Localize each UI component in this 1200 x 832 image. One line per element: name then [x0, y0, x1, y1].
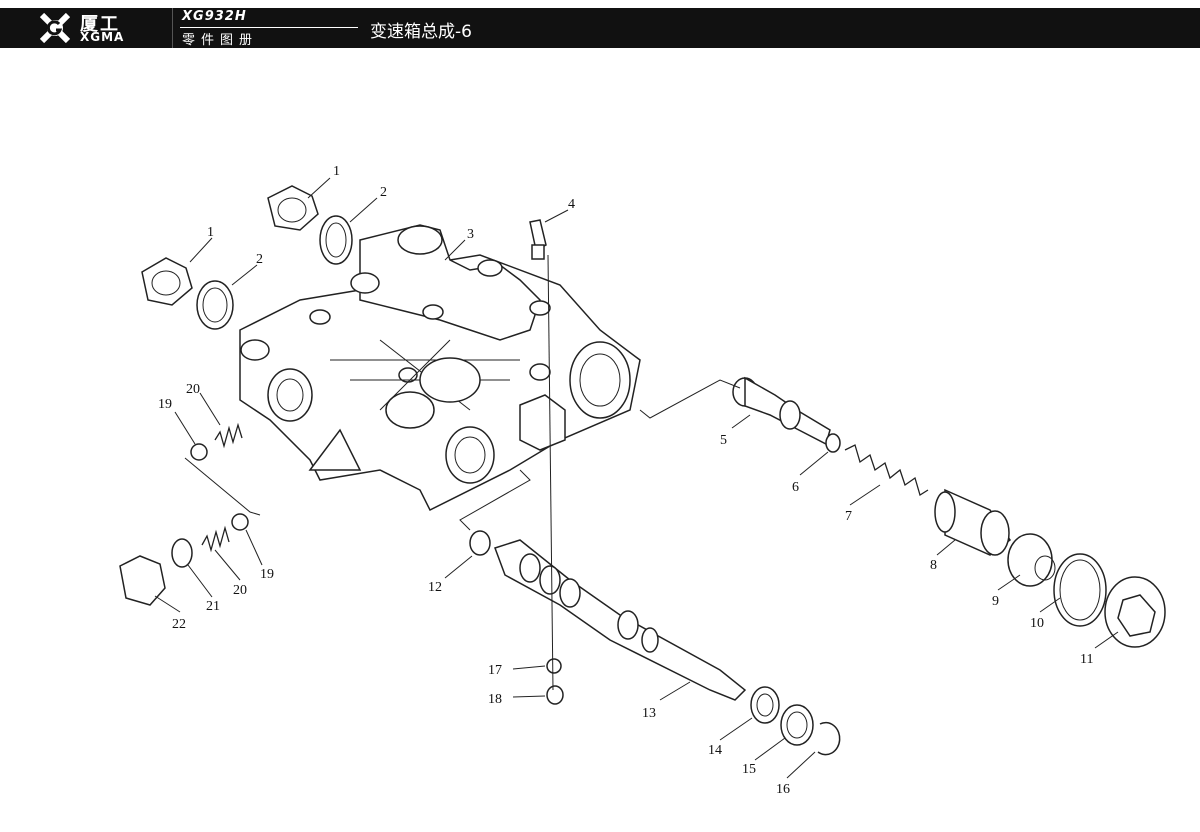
callout-13: 13 — [642, 706, 656, 721]
plug-22 — [119, 555, 166, 606]
selector-shaft-13 — [494, 539, 747, 701]
callout-18: 18 — [488, 692, 502, 707]
callout-19-lower: 19 — [260, 567, 274, 582]
ball-19-lower — [231, 513, 249, 531]
header-divider — [180, 27, 358, 28]
callout-12: 12 — [428, 580, 442, 595]
valve-spool-5 — [732, 376, 831, 446]
plug-11 — [1104, 576, 1166, 648]
callout-7: 7 — [845, 509, 852, 524]
header-separator — [172, 8, 173, 48]
callout-1-lower: 1 — [207, 225, 214, 240]
callout-19-upper: 19 — [158, 397, 172, 412]
callout-2-upper: 2 — [380, 185, 387, 200]
callout-3: 3 — [467, 227, 474, 242]
callout-8: 8 — [930, 558, 937, 573]
seal-14 — [750, 686, 780, 724]
callout-10: 10 — [1030, 616, 1044, 631]
piston-9 — [1007, 533, 1056, 587]
callout-22: 22 — [172, 617, 186, 632]
callout-2-lower: 2 — [256, 252, 263, 267]
washer-6 — [825, 433, 841, 453]
callout-1-upper: 1 — [333, 164, 340, 179]
plug-1-lower — [141, 257, 193, 306]
callout-4: 4 — [568, 197, 575, 212]
spring-seat-18 — [546, 685, 564, 705]
sleeve-8 — [934, 488, 1012, 556]
callout-5: 5 — [720, 433, 727, 448]
ball-17 — [546, 658, 562, 674]
callout-21: 21 — [206, 599, 220, 614]
xgma-logo-icon — [40, 13, 70, 43]
plug-1-upper — [267, 185, 319, 231]
catalog-subtitle: 零件图册 — [182, 33, 259, 48]
callout-17: 17 — [488, 663, 502, 678]
washer-21 — [171, 538, 193, 568]
page-title: 变速箱总成-6 — [370, 22, 472, 42]
model-number: XG932H — [182, 9, 247, 24]
brand-name-cn: 厦工 — [80, 14, 120, 35]
spring-20-lower — [201, 525, 230, 553]
page-header: 厦工 XGMA XG932H 零件图册 变速箱总成-6 — [0, 8, 1200, 48]
callout-14: 14 — [708, 743, 722, 758]
bearing-15 — [780, 704, 814, 746]
brand-name-en: XGMA — [80, 30, 125, 44]
spring-20-upper — [214, 422, 243, 449]
callout-9: 9 — [992, 594, 999, 609]
spring-7 — [844, 444, 929, 497]
callout-11: 11 — [1080, 652, 1093, 667]
fitting-4 — [529, 219, 547, 260]
callout-15: 15 — [742, 762, 756, 777]
callout-6: 6 — [792, 480, 799, 495]
callout-20-lower: 20 — [233, 583, 247, 598]
snap-ring-16 — [817, 721, 841, 756]
callout-16: 16 — [776, 782, 790, 797]
o-ring-10 — [1053, 553, 1107, 627]
o-ring-12 — [469, 530, 491, 556]
ball-19-upper — [190, 443, 208, 461]
o-ring-2-upper — [319, 215, 353, 265]
callout-20-upper: 20 — [186, 382, 200, 397]
valve-body — [239, 224, 641, 512]
